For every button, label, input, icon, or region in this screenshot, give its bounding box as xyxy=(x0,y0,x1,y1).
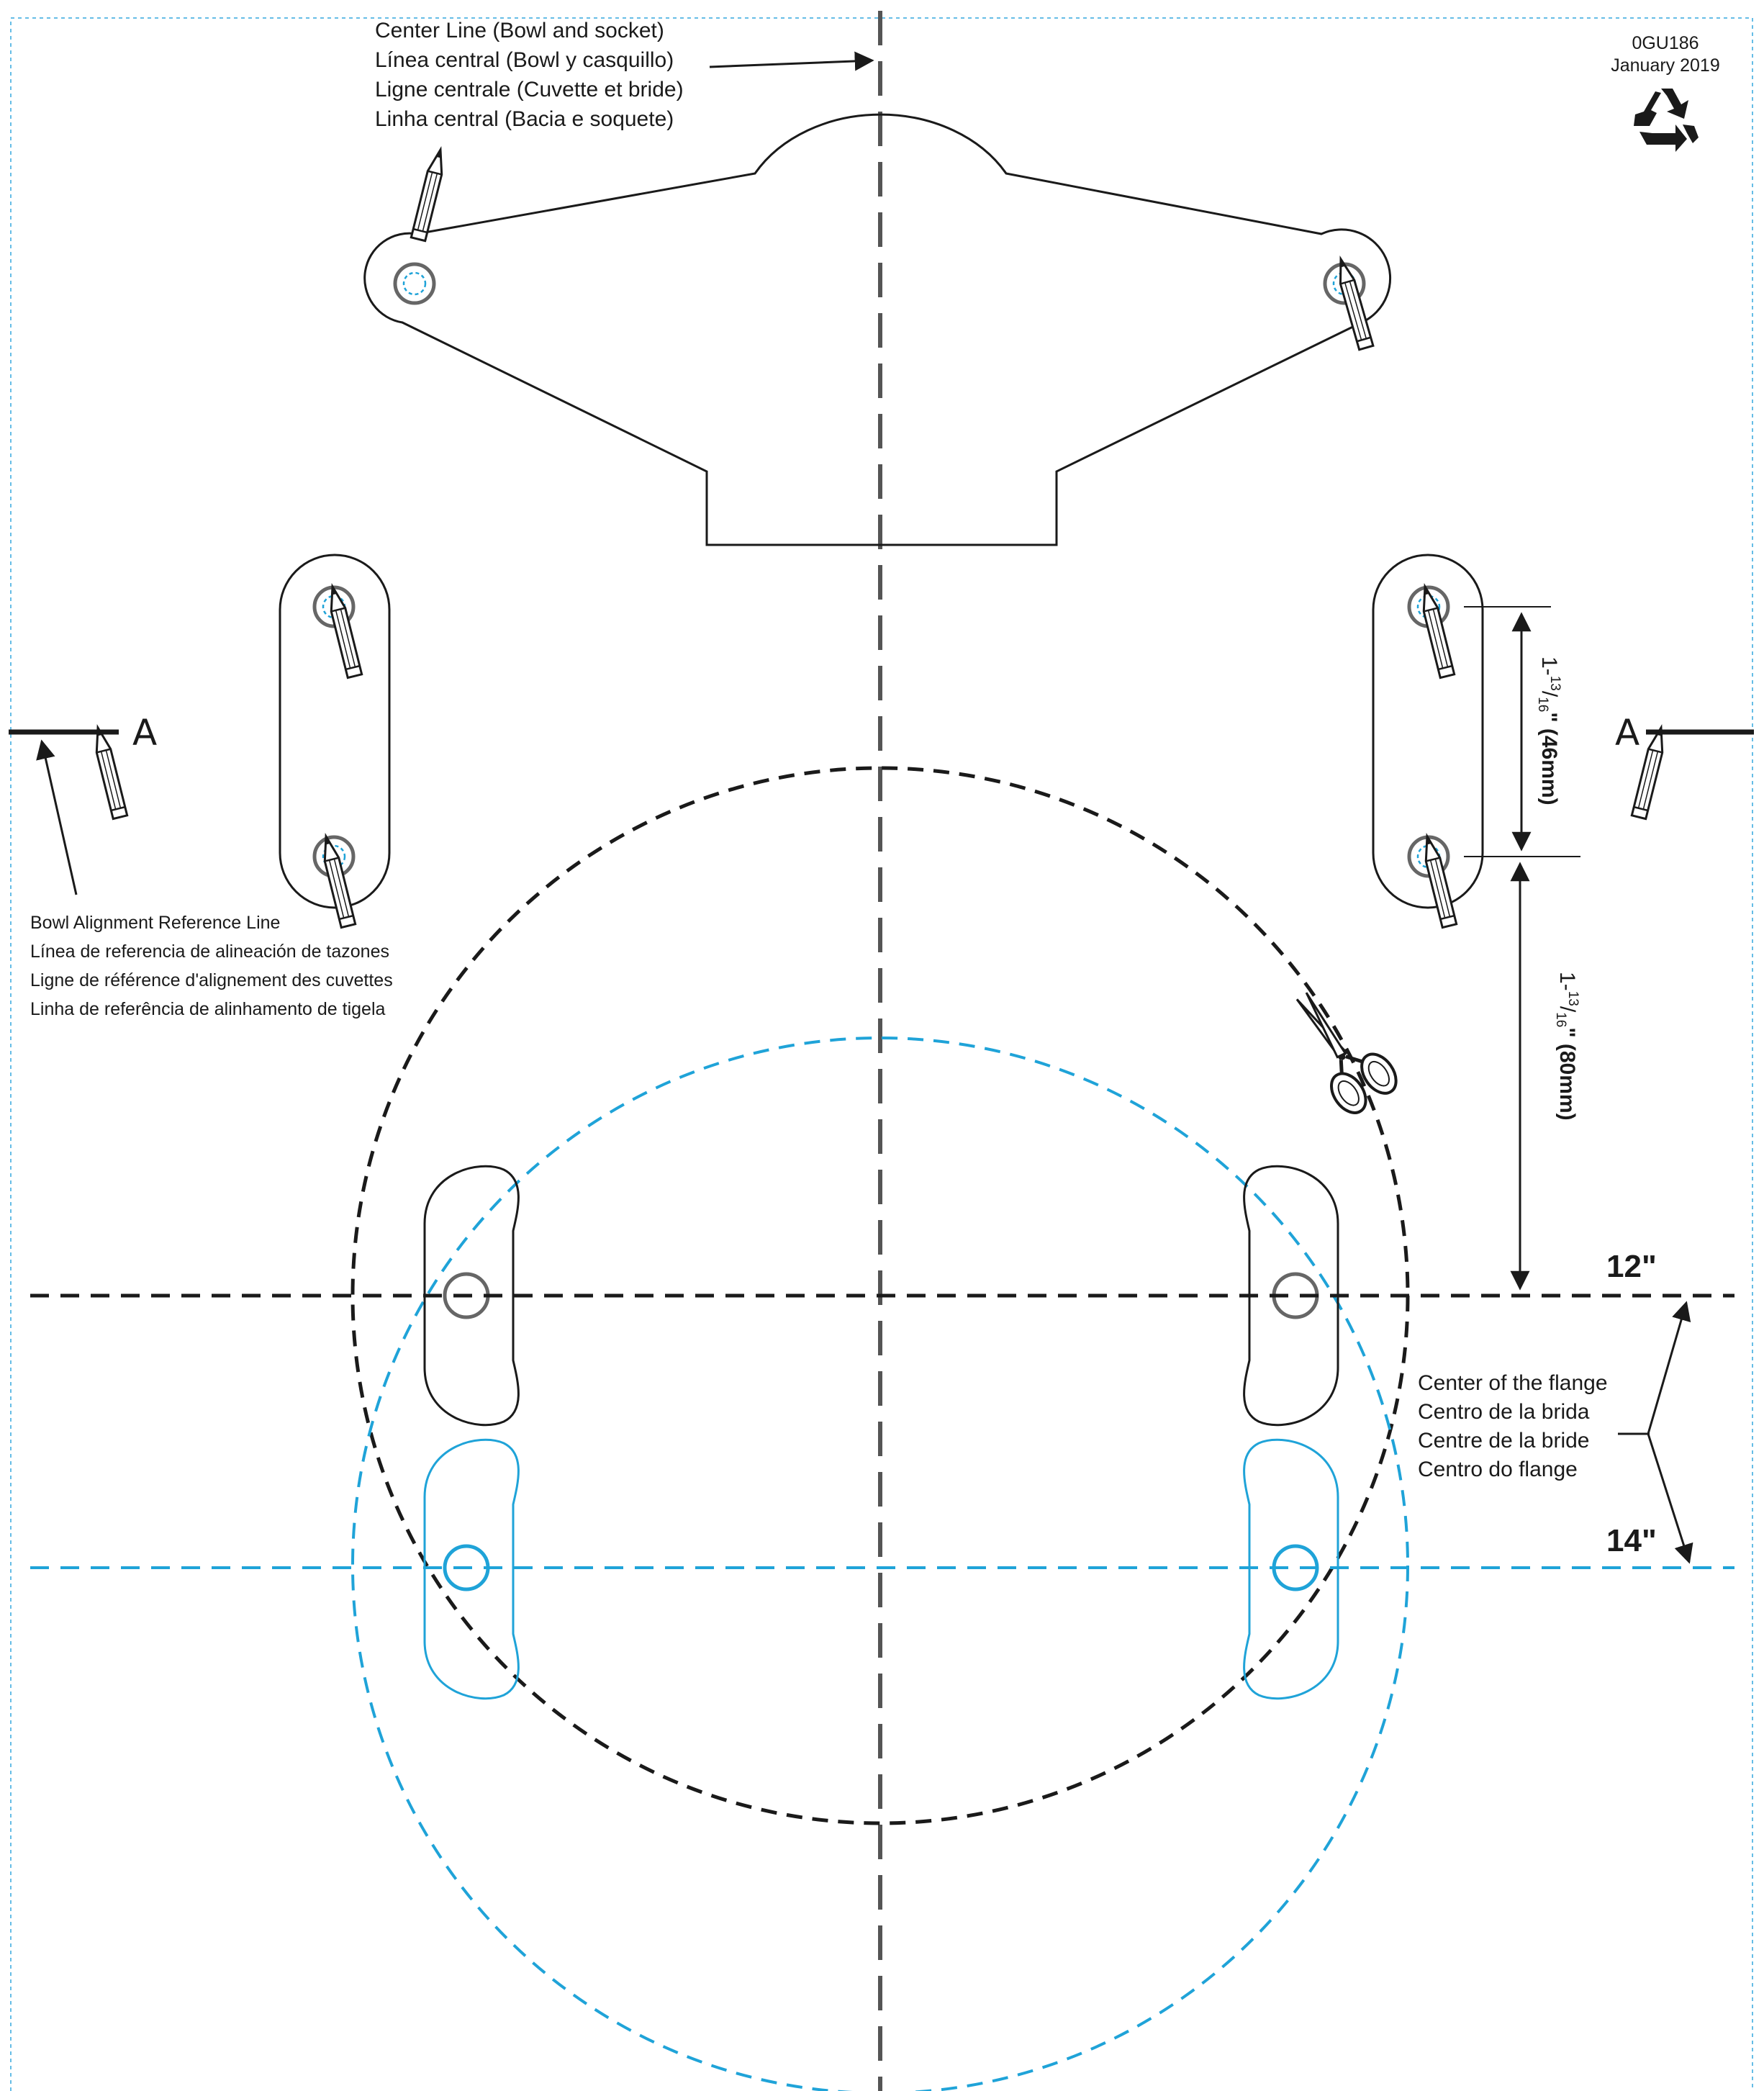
recycle-icon xyxy=(1634,89,1699,152)
document-date: January 2019 xyxy=(1611,55,1720,76)
center-line-label: Center Line (Bowl and socket) Línea cent… xyxy=(375,19,684,131)
bolt-slot-14in-right xyxy=(1243,1438,1339,1700)
svg-text:Bowl Alignment Reference Line: Bowl Alignment Reference Line xyxy=(30,913,280,933)
slot-left xyxy=(279,554,391,909)
socket-outline xyxy=(363,113,1392,546)
rough-in-14-label: 14" xyxy=(1606,1523,1657,1558)
slot-right xyxy=(1372,554,1484,909)
bolt-slot-14in-left xyxy=(423,1438,520,1700)
bolt-slot-12in-left xyxy=(423,1165,520,1427)
flange-arrow-14in xyxy=(1647,1433,1693,1564)
reference-marker-left: A xyxy=(132,712,157,754)
svg-text:Linha central (Bacia e soquete: Linha central (Bacia e soquete) xyxy=(375,107,674,131)
svg-text:Center of the flange: Center of the flange xyxy=(1418,1371,1608,1395)
svg-text:Center Line (Bowl and socket): Center Line (Bowl and socket) xyxy=(375,19,664,42)
bolt-slot-12in-right xyxy=(1243,1165,1339,1427)
reference-line-label: Bowl Alignment Reference Line Línea de r… xyxy=(30,913,393,1019)
dimension-label-upper: 1-13/16" (46mm) xyxy=(1535,656,1562,805)
reference-marker-right: A xyxy=(1615,712,1639,754)
pencil-icon-reference-left xyxy=(89,725,129,821)
svg-text:Centre de la bride: Centre de la bride xyxy=(1418,1429,1589,1453)
reference-line-arrow xyxy=(36,739,78,895)
svg-text:Centro do flange: Centro do flange xyxy=(1418,1458,1578,1481)
socket-hole-left xyxy=(395,264,434,303)
document-code: 0GU186 xyxy=(1632,33,1699,53)
flange-center-label: Center of the flange Centro de la brida … xyxy=(1418,1371,1608,1481)
svg-text:Centro de la brida: Centro de la brida xyxy=(1418,1400,1590,1424)
svg-text:Linha de referência de alinham: Linha de referência de alinhamento de ti… xyxy=(30,999,386,1019)
rough-in-12-label: 12" xyxy=(1606,1249,1657,1284)
svg-text:Línea de referencia de alineac: Línea de referencia de alineación de taz… xyxy=(30,941,389,962)
dimension-label-lower: 1-13/16" (80mm) xyxy=(1553,972,1580,1121)
flange-circle-14in xyxy=(351,1037,1409,2091)
center-line-arrow xyxy=(709,51,874,71)
svg-text:Ligne centrale (Cuvette et bri: Ligne centrale (Cuvette et bride) xyxy=(375,78,684,101)
svg-text:Línea central (Bowl y casquill: Línea central (Bowl y casquillo) xyxy=(375,48,674,72)
flange-arrow-12in xyxy=(1647,1301,1691,1435)
scissors-icon xyxy=(1295,992,1398,1114)
svg-text:Ligne de référence d'alignemen: Ligne de référence d'alignement des cuve… xyxy=(30,970,393,990)
pencil-icon-socket-left xyxy=(410,147,449,243)
